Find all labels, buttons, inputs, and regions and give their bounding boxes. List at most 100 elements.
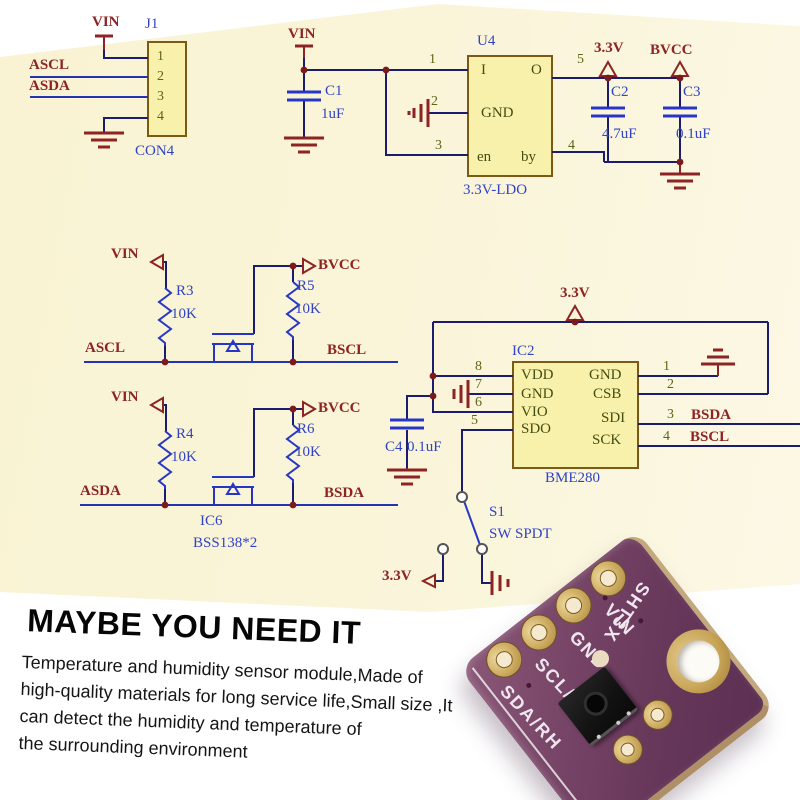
- cap-c4: [390, 418, 424, 430]
- pin-hole-bore: [596, 566, 621, 591]
- value-ic2: BME280: [545, 470, 601, 486]
- net-label-bsda: BSDA: [324, 485, 365, 501]
- solder-speck: [595, 733, 602, 740]
- ref-r4: R4: [176, 426, 194, 442]
- mounting-hole-bore: [669, 631, 728, 691]
- value-c2: 4.7uF: [602, 126, 637, 142]
- net-label-vin3: VIN: [111, 246, 139, 262]
- flag-vin-r4: [149, 396, 164, 414]
- value-r5: 10K: [295, 301, 321, 317]
- net-label-asda2: ASDA: [80, 483, 121, 499]
- flag-bvcc-r5: [302, 257, 317, 275]
- ref-ic2: IC2: [512, 343, 535, 359]
- ref-c2: C2: [611, 84, 629, 100]
- ref-r3: R3: [176, 283, 194, 299]
- cap-c3: [663, 106, 697, 118]
- ref-s1: S1: [489, 504, 505, 520]
- wires: [103, 50, 800, 584]
- value-c1: 1uF: [321, 106, 345, 122]
- ic2-pin-7: 7: [475, 377, 482, 392]
- ic2-pin-sdo: SDO: [521, 421, 552, 437]
- u4-ldo-box: [467, 55, 553, 177]
- pin-hole-bore: [647, 704, 668, 725]
- blue-symbols: [157, 281, 481, 546]
- u4-pin-gnd: GND: [481, 105, 514, 121]
- flag-3v3-top: [598, 59, 618, 77]
- mount-pad-hole: [606, 728, 649, 771]
- ref-u4: U4: [477, 33, 496, 49]
- ic2-pin-sck: SCK: [592, 432, 622, 448]
- solder-speck: [615, 719, 622, 726]
- net-label-bscl: BSCL: [327, 342, 367, 358]
- ref-c1: C1: [325, 83, 343, 99]
- pin-hole-bore: [526, 620, 551, 645]
- ic2-pin-6: 6: [475, 395, 482, 410]
- ic2-pin-3: 3: [667, 407, 674, 422]
- via-dot: [525, 681, 533, 689]
- j1-pin-3: 3: [157, 89, 164, 104]
- net-label-3v3-ic2: 3.3V: [560, 285, 590, 301]
- resistor-r5: [285, 281, 301, 340]
- net-label-bsda2: BSDA: [691, 407, 732, 423]
- ic2-pin-vdd: VDD: [521, 367, 554, 383]
- mount-pad-hole: [636, 693, 679, 736]
- ic2-pin-csb: CSB: [593, 386, 622, 402]
- u4-pin-1: 1: [429, 52, 436, 67]
- cap-c1: [287, 90, 321, 102]
- value-u4: 3.3V-LDO: [463, 182, 528, 198]
- flag-3v3-ic2: [565, 303, 585, 321]
- ref-ic6: IC6: [200, 513, 223, 529]
- sensor-aperture: [578, 686, 613, 721]
- u4-pin-4: 4: [568, 138, 575, 153]
- net-label-vin: VIN: [92, 14, 120, 30]
- bus-wires: [30, 76, 398, 506]
- u4-pin-in: I: [481, 62, 486, 78]
- u4-pin-en: en: [477, 149, 492, 165]
- ic2-pin-4: 4: [663, 429, 670, 444]
- value-r3: 10K: [171, 306, 197, 322]
- net-label-ascl2: ASCL: [85, 340, 126, 356]
- u4-pin-by: by: [521, 149, 536, 165]
- j1-connector-box: [147, 41, 187, 137]
- via-dot: [637, 617, 645, 625]
- junction-dots: [161, 66, 684, 509]
- net-label-bvcc2: BVCC: [318, 257, 361, 273]
- pin-hole-bore: [617, 739, 638, 760]
- net-label-vin4: VIN: [111, 389, 139, 405]
- ref-c3: C3: [683, 84, 701, 100]
- net-label-3v3: 3.3V: [594, 40, 624, 56]
- ic2-pin-sdi: SDI: [601, 410, 626, 426]
- pin-hole-bore: [561, 593, 586, 618]
- ref-r6: R6: [297, 421, 315, 437]
- value-r6: 10K: [295, 444, 321, 460]
- capacitor-plates: [287, 90, 697, 430]
- net-label-bvcc: BVCC: [650, 42, 693, 58]
- value-con4: CON4: [135, 143, 175, 159]
- mosfet-q2: [212, 476, 254, 505]
- u4-pin-3: 3: [435, 138, 442, 153]
- u4-pin-2: 2: [431, 94, 438, 109]
- value-r4: 10K: [171, 449, 197, 465]
- ic2-pin-vio: VIO: [521, 404, 548, 420]
- flag-bvcc-top: [670, 59, 690, 77]
- u4-pin-5: 5: [577, 52, 584, 67]
- net-label-asda: ASDA: [29, 78, 70, 94]
- ic2-pin-2: 2: [667, 377, 674, 392]
- component-boxes: [147, 41, 639, 469]
- ic2-pin-1: 1: [663, 359, 670, 374]
- flag-3v3-switch: [420, 573, 436, 589]
- j1-pin-2: 2: [157, 69, 164, 84]
- ic2-pin-gnd: GND: [521, 386, 554, 402]
- ref-c4: C4: [385, 439, 403, 455]
- resistor-r6: [285, 424, 301, 483]
- net-label-bscl2: BSCL: [690, 429, 730, 445]
- j1-pin-1: 1: [157, 49, 164, 64]
- switch-lever: [463, 500, 481, 546]
- ic2-pin-8: 8: [475, 359, 482, 374]
- value-c3: 0.1uF: [676, 126, 711, 142]
- net-label-vin2: VIN: [288, 26, 316, 42]
- net-label-3v3-switch: 3.3V: [382, 568, 412, 584]
